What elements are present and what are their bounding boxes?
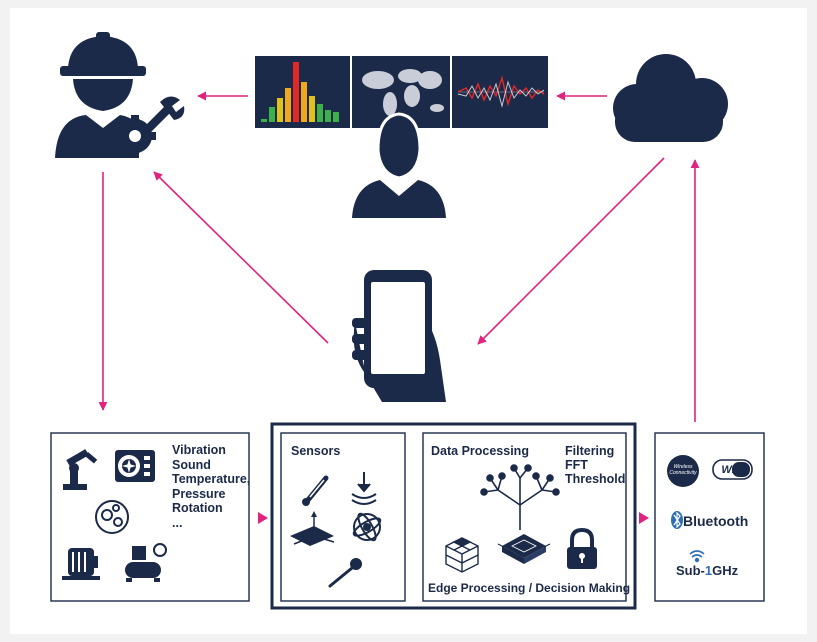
engineer-icon [55,32,185,158]
processing-title: Data Processing [431,444,529,458]
gyroscope-icon [352,512,382,542]
fan-unit-icon [115,450,155,482]
measurement-item: Vibration [172,443,226,457]
processing-methods: Filtering FFT Threshold [565,444,625,486]
sub1ghz-label: Sub-1GHz [676,563,738,578]
compressor-icon [125,543,167,582]
sub1ghz-signal-icon [689,550,705,563]
neural-tree-icon [480,464,560,530]
thermometer-icon [302,475,329,506]
sub1ghz-suffix: GHz [712,563,739,578]
robot-arm-icon [63,449,98,490]
measurement-item: ... [172,515,183,530]
analyst-icon [352,112,446,218]
bluetooth-icon [671,511,683,529]
chip-icon [497,534,551,564]
flow-arrows [98,91,700,422]
world-map-thumbnail [362,69,444,116]
bar-chart-thumbnail [261,62,339,122]
bluetooth-label: Bluetooth [683,513,749,529]
pressure-icon [351,472,377,505]
measurement-list: Vibration Sound Temperature, Pressure Ro… [172,443,250,530]
wifi-label: Wi Fi [721,464,745,476]
wireless-connectivity-label: Wireless Connectivity [667,464,699,476]
diagram-svg [50,32,765,610]
sub1ghz-prefix: Sub- [676,563,705,578]
microphone-icon [328,558,362,588]
gears-icon [95,500,129,534]
cube-icon [445,537,479,573]
sensors-title: Sensors [291,444,341,458]
measurement-item: Pressure [172,486,226,501]
measurement-item: Sound [172,457,211,472]
line-chart-thumbnail [457,75,545,108]
method-threshold: Threshold [565,472,626,486]
wifi-logo [712,459,753,480]
arrow-cloud-to-phone [477,157,665,345]
method-fft: FFT [565,458,588,472]
accelerometer-icon [290,511,335,546]
measurement-item: Rotation [172,501,223,515]
wireless-connectivity-icon [667,455,699,487]
wireless-line2: Connectivity [669,470,697,476]
motor-icon [62,548,100,580]
processing-footer: Edge Processing / Decision Making [428,581,631,595]
sensors-box [280,432,406,602]
arrow-phone-to-engineer [153,171,329,344]
cloud-icon [613,54,728,142]
dashboard-panels [255,56,548,128]
method-filtering: Filtering [565,444,615,458]
processing-box [422,432,627,602]
lock-icon [567,527,597,569]
arrow-processing-to-connectivity [639,512,649,524]
measurement-item: Temperature, [172,472,251,486]
wireless-line1: Wireless [673,464,693,470]
smartphone-icon [352,270,446,402]
arrow-machines-to-sensors [258,512,268,524]
diagram-canvas: Vibration Sound Temperature, Pressure Ro… [10,8,807,634]
sub1ghz-one: 1 [704,563,713,578]
